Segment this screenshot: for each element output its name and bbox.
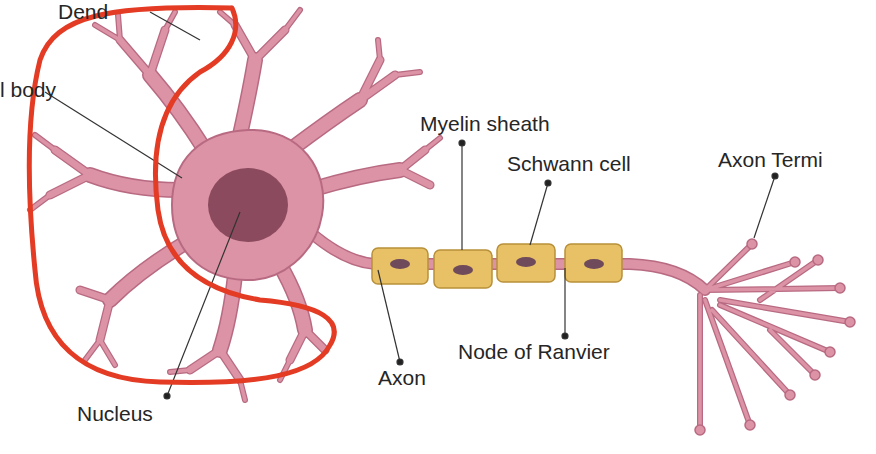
part-label: Axon Termi xyxy=(718,148,823,171)
axon-terminal-knobs xyxy=(695,239,855,435)
nucleus xyxy=(208,168,288,242)
cell-body xyxy=(172,130,323,280)
part-label: Nucleus xyxy=(77,402,153,425)
dendrites xyxy=(30,10,440,400)
part-label: Node of Ranvier xyxy=(458,340,610,363)
hand-drawn-outline xyxy=(29,8,334,383)
part-label: Dend xyxy=(58,0,108,23)
myelin-sheath xyxy=(372,244,622,288)
part-label: Myelin sheath xyxy=(420,112,550,135)
part-label: Schwann cell xyxy=(507,152,631,175)
part-label: l body xyxy=(0,78,56,101)
part-label: Axon xyxy=(378,366,426,389)
axon xyxy=(310,232,850,430)
dendrites-outline xyxy=(30,10,440,400)
